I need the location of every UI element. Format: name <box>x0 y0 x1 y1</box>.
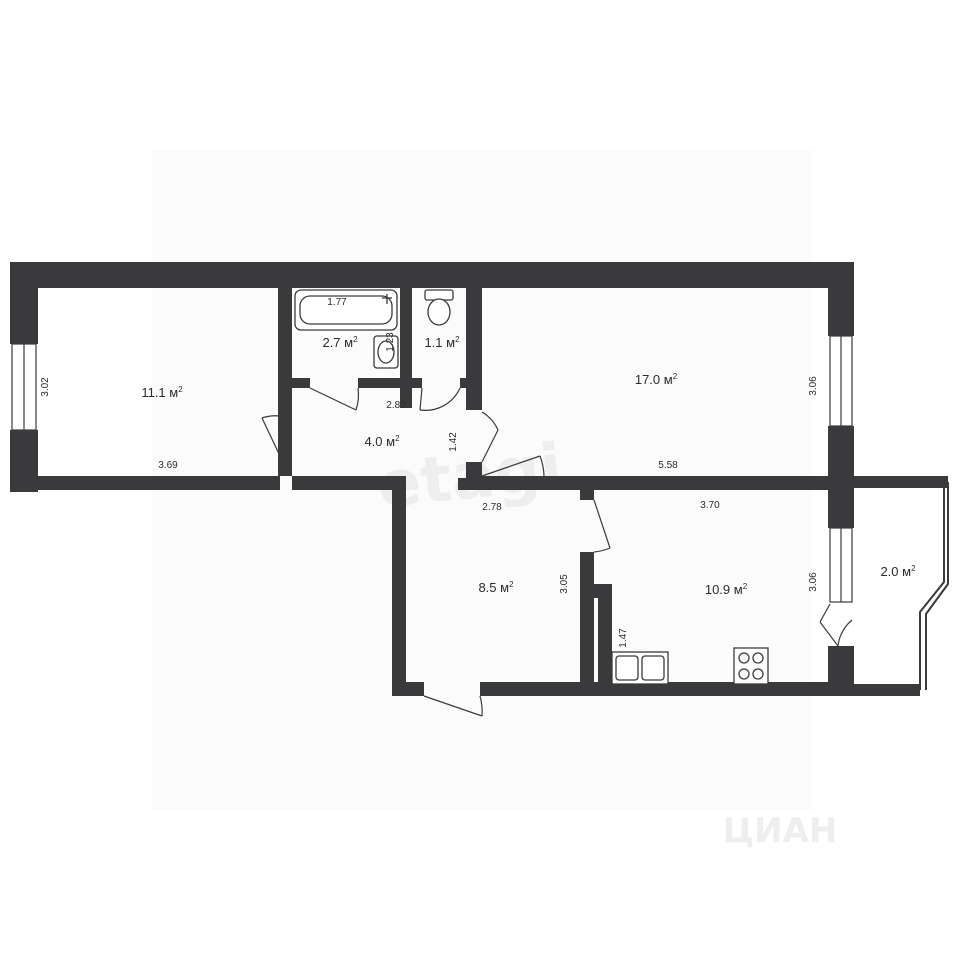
wall-hall-pillar <box>458 478 472 490</box>
bathroom-height-dim: 1.23 <box>385 332 396 352</box>
balcony-area: 2.0 м2 <box>880 564 916 579</box>
wall-entry-bottom-b <box>480 682 854 696</box>
bathroom-area: 2.7 м2 <box>322 335 358 350</box>
door-balcony <box>819 603 853 647</box>
wall-entry-left <box>392 476 406 696</box>
bathroom-width-dim: 1.77 <box>327 297 347 308</box>
hall-area: 4.0 м2 <box>364 434 400 449</box>
walls <box>10 262 948 696</box>
wall-bath-bottom-a <box>278 378 310 388</box>
wall-left-top <box>10 262 38 344</box>
wall-top <box>10 262 854 288</box>
sink-icon <box>373 335 399 369</box>
wall-bottom-right <box>482 476 854 490</box>
wall-bath-wc <box>400 262 412 408</box>
door-bathroom <box>309 387 360 411</box>
wall-balcony-top <box>828 476 948 488</box>
windows <box>11 335 853 603</box>
kitchen-width-dim: 3.70 <box>700 500 720 511</box>
kitchen-height-dim: 3.06 <box>808 572 819 592</box>
wall-wc-bottom <box>460 378 482 388</box>
bedroom-area: 11.1 м2 <box>141 385 183 400</box>
dimension-labels: 3.02 3.69 1.77 1.23 2.80 1.42 3.06 5.58 … <box>40 297 819 648</box>
fixtures <box>294 289 769 685</box>
door-bedroom <box>261 415 281 457</box>
area-labels: 11.1 м2 2.7 м2 1.1 м2 17.0 м2 4.0 м2 8.5… <box>141 335 916 597</box>
living-area: 17.0 м2 <box>635 372 678 387</box>
doors <box>261 387 853 717</box>
stove-icon <box>733 647 769 685</box>
door-toilet <box>419 387 461 411</box>
entry-width-dim: 2.78 <box>482 502 502 513</box>
door-living <box>481 411 499 463</box>
wall-entry-kitchen <box>580 476 594 500</box>
wall-balcony-bottom <box>828 684 920 696</box>
toilet-icon <box>424 289 454 326</box>
wall-bottom-mid <box>292 476 394 490</box>
entry-area: 8.5 м2 <box>478 580 514 595</box>
door-kitchen <box>593 499 611 553</box>
kitchen-sink-icon <box>611 651 669 685</box>
watermark-cian: ЦИАН <box>723 811 838 851</box>
kitchen-niche-dim: 1.47 <box>618 628 629 648</box>
kitchen-area: 10.9 м2 <box>705 582 748 597</box>
wall-bath-left-low <box>278 456 292 476</box>
wall-bath-left <box>278 262 292 456</box>
bathtub-icon <box>294 289 398 331</box>
living-width-dim: 5.58 <box>658 460 678 471</box>
hall-width-dim: 2.80 <box>386 400 406 411</box>
door-entry-room <box>481 455 545 477</box>
wall-bottom-left <box>10 476 280 490</box>
wall-entry-kitchen-low <box>580 552 594 696</box>
bedroom-height-dim: 3.02 <box>40 377 51 397</box>
wall-bath-bottom-b <box>358 378 422 388</box>
door-entrance <box>423 695 483 717</box>
bedroom-width-dim: 3.69 <box>158 460 178 471</box>
wall-wc-living <box>466 262 482 410</box>
wall-entry-bottom-a <box>392 682 424 696</box>
entry-height-dim: 3.05 <box>559 574 570 594</box>
living-height-dim: 3.06 <box>808 376 819 396</box>
balcony-glazing <box>919 482 949 690</box>
wall-kitchen-niche <box>598 584 612 696</box>
toilet-area: 1.1 м2 <box>424 335 460 350</box>
wall-right-top <box>828 262 854 336</box>
hall-height-dim: 1.42 <box>448 432 459 452</box>
